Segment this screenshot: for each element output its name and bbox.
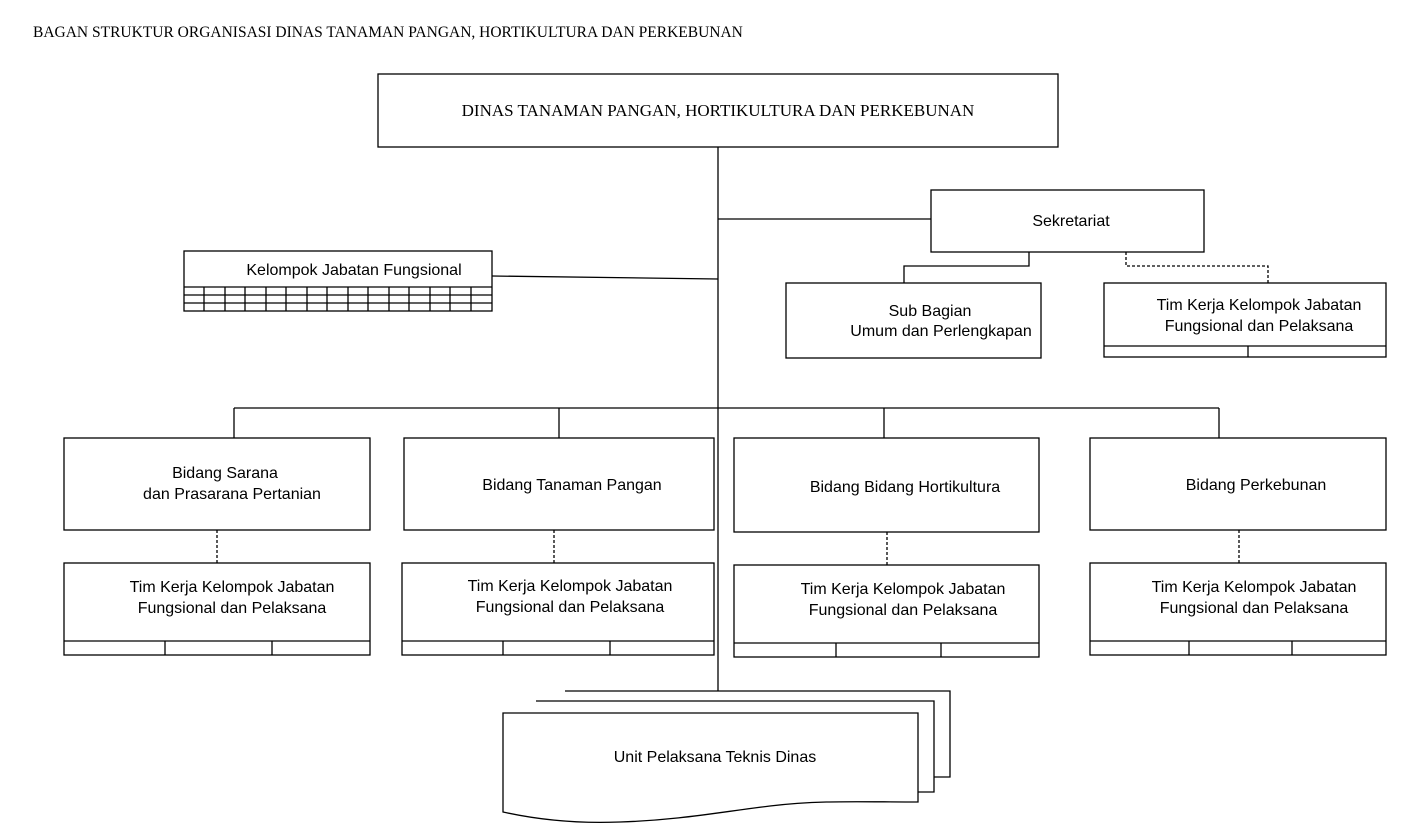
bidang-tim-label-2a: Tim Kerja Kelompok Jabatan	[468, 578, 673, 595]
bidang-label-2: Bidang Tanaman Pangan	[482, 477, 661, 494]
bidang-tim-label-1a: Tim Kerja Kelompok Jabatan	[130, 579, 335, 596]
bidang-label-1a: Bidang Sarana	[172, 465, 278, 482]
bidang-tim-box-2	[401, 562, 715, 656]
bidang-label-1b: dan Prasarana Pertanian	[143, 486, 321, 503]
subbagian-label-1: Sub Bagian	[889, 303, 972, 320]
fungsional-label: Kelompok Jabatan Fungsional	[246, 262, 461, 279]
connector-fungsional	[491, 275, 719, 280]
connector-sekretariat-timkerja	[1125, 252, 1269, 283]
sekretariat-timkerja-label-2: Fungsional dan Pelaksana	[1165, 318, 1354, 335]
upt-box	[502, 690, 951, 824]
sekretariat-box	[930, 189, 1205, 253]
page-title: BAGAN STRUKTUR ORGANISASI DINAS TANAMAN …	[33, 24, 743, 41]
bidang-tim-box-3	[733, 564, 1040, 658]
bidang-tim-label-4b: Fungsional dan Pelaksana	[1160, 600, 1349, 617]
bidang-tim-box-4	[1089, 562, 1387, 656]
bidang-box-4	[1089, 437, 1387, 531]
sekretariat-timkerja-label-1: Tim Kerja Kelompok Jabatan	[1157, 297, 1362, 314]
bidang-tim-label-1b: Fungsional dan Pelaksana	[138, 600, 327, 617]
connector-subbagian	[903, 252, 1030, 283]
subbagian-box	[785, 282, 1042, 359]
head-box	[377, 73, 1059, 148]
bidang-tim-label-2b: Fungsional dan Pelaksana	[476, 599, 665, 616]
head-label: DINAS TANAMAN PANGAN, HORTIKULTURA DAN P…	[462, 101, 975, 120]
bidang-box-2	[403, 437, 715, 531]
bidang-label-4: Bidang Perkebunan	[1186, 477, 1327, 494]
subbagian-label-2: Umum dan Perlengkapan	[850, 323, 1031, 340]
bidang-box-3	[733, 437, 1040, 533]
fungsional-box	[183, 250, 493, 312]
bidang-tim-label-4a: Tim Kerja Kelompok Jabatan	[1152, 579, 1357, 596]
bidang-label-3: Bidang Bidang Hortikultura	[810, 479, 1000, 496]
bidang-box-1	[63, 437, 371, 531]
sekretariat-label: Sekretariat	[1032, 213, 1110, 230]
upt-label: Unit Pelaksana Teknis Dinas	[614, 749, 816, 766]
bidang-tim-label-3b: Fungsional dan Pelaksana	[809, 602, 998, 619]
bidang-tim-label-3a: Tim Kerja Kelompok Jabatan	[801, 581, 1006, 598]
bidang-tim-box-1	[63, 562, 371, 656]
sekretariat-timkerja-box	[1103, 282, 1387, 358]
